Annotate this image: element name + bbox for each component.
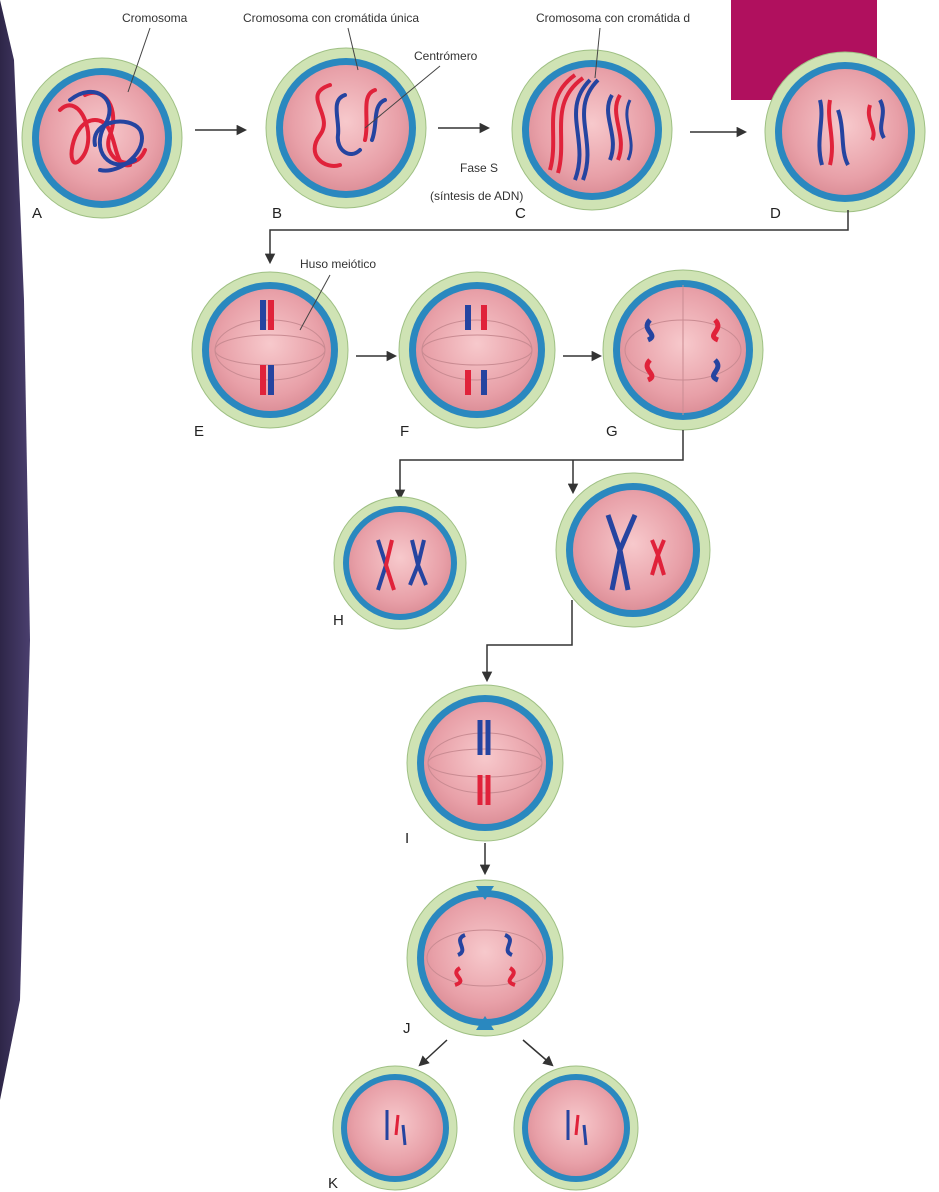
- stage-letter-f: F: [400, 423, 409, 440]
- label-cromatida-unica: Cromosoma con cromátida única: [243, 11, 419, 25]
- slide-side-bar: [0, 0, 30, 1100]
- stage-letter-a: A: [32, 205, 42, 222]
- cell-c: [512, 50, 672, 210]
- stage-letter-b: B: [272, 205, 282, 222]
- cell-k-right: [514, 1066, 638, 1190]
- cell-b: [266, 48, 426, 208]
- cell-f: [399, 272, 555, 428]
- stage-letter-d: D: [770, 205, 781, 222]
- connector-line: [270, 210, 848, 262]
- arrow: [420, 1040, 447, 1065]
- cell-e: [192, 272, 348, 428]
- cell-j: [407, 880, 563, 1036]
- cell-h: [334, 497, 466, 629]
- cell-g: [603, 270, 763, 430]
- label-huso-meiotico: Huso meiótico: [300, 257, 376, 271]
- cell-i: [407, 685, 563, 841]
- connector-line: [487, 600, 572, 680]
- label-cromosoma: Cromosoma: [122, 11, 188, 25]
- arrow: [523, 1040, 552, 1065]
- stage-letter-j: J: [403, 1020, 411, 1037]
- stage-letter-c: C: [515, 205, 526, 222]
- stage-letter-h: H: [333, 612, 344, 629]
- cell-k-left: [333, 1066, 457, 1190]
- stage-letter-e: E: [194, 423, 204, 440]
- cell-d: [765, 52, 925, 212]
- label-fase-s: Fase S: [460, 161, 498, 175]
- label-cromatida-doble: Cromosoma con cromátida d: [536, 11, 690, 25]
- cell-secondary: [556, 473, 710, 627]
- cell-a: [22, 58, 182, 218]
- stage-letter-i: I: [405, 830, 409, 847]
- label-sintesis-adn: (síntesis de ADN): [430, 189, 523, 203]
- stage-letter-k: K: [328, 1175, 338, 1192]
- label-centromero: Centrómero: [414, 49, 478, 63]
- stage-letter-g: G: [606, 423, 618, 440]
